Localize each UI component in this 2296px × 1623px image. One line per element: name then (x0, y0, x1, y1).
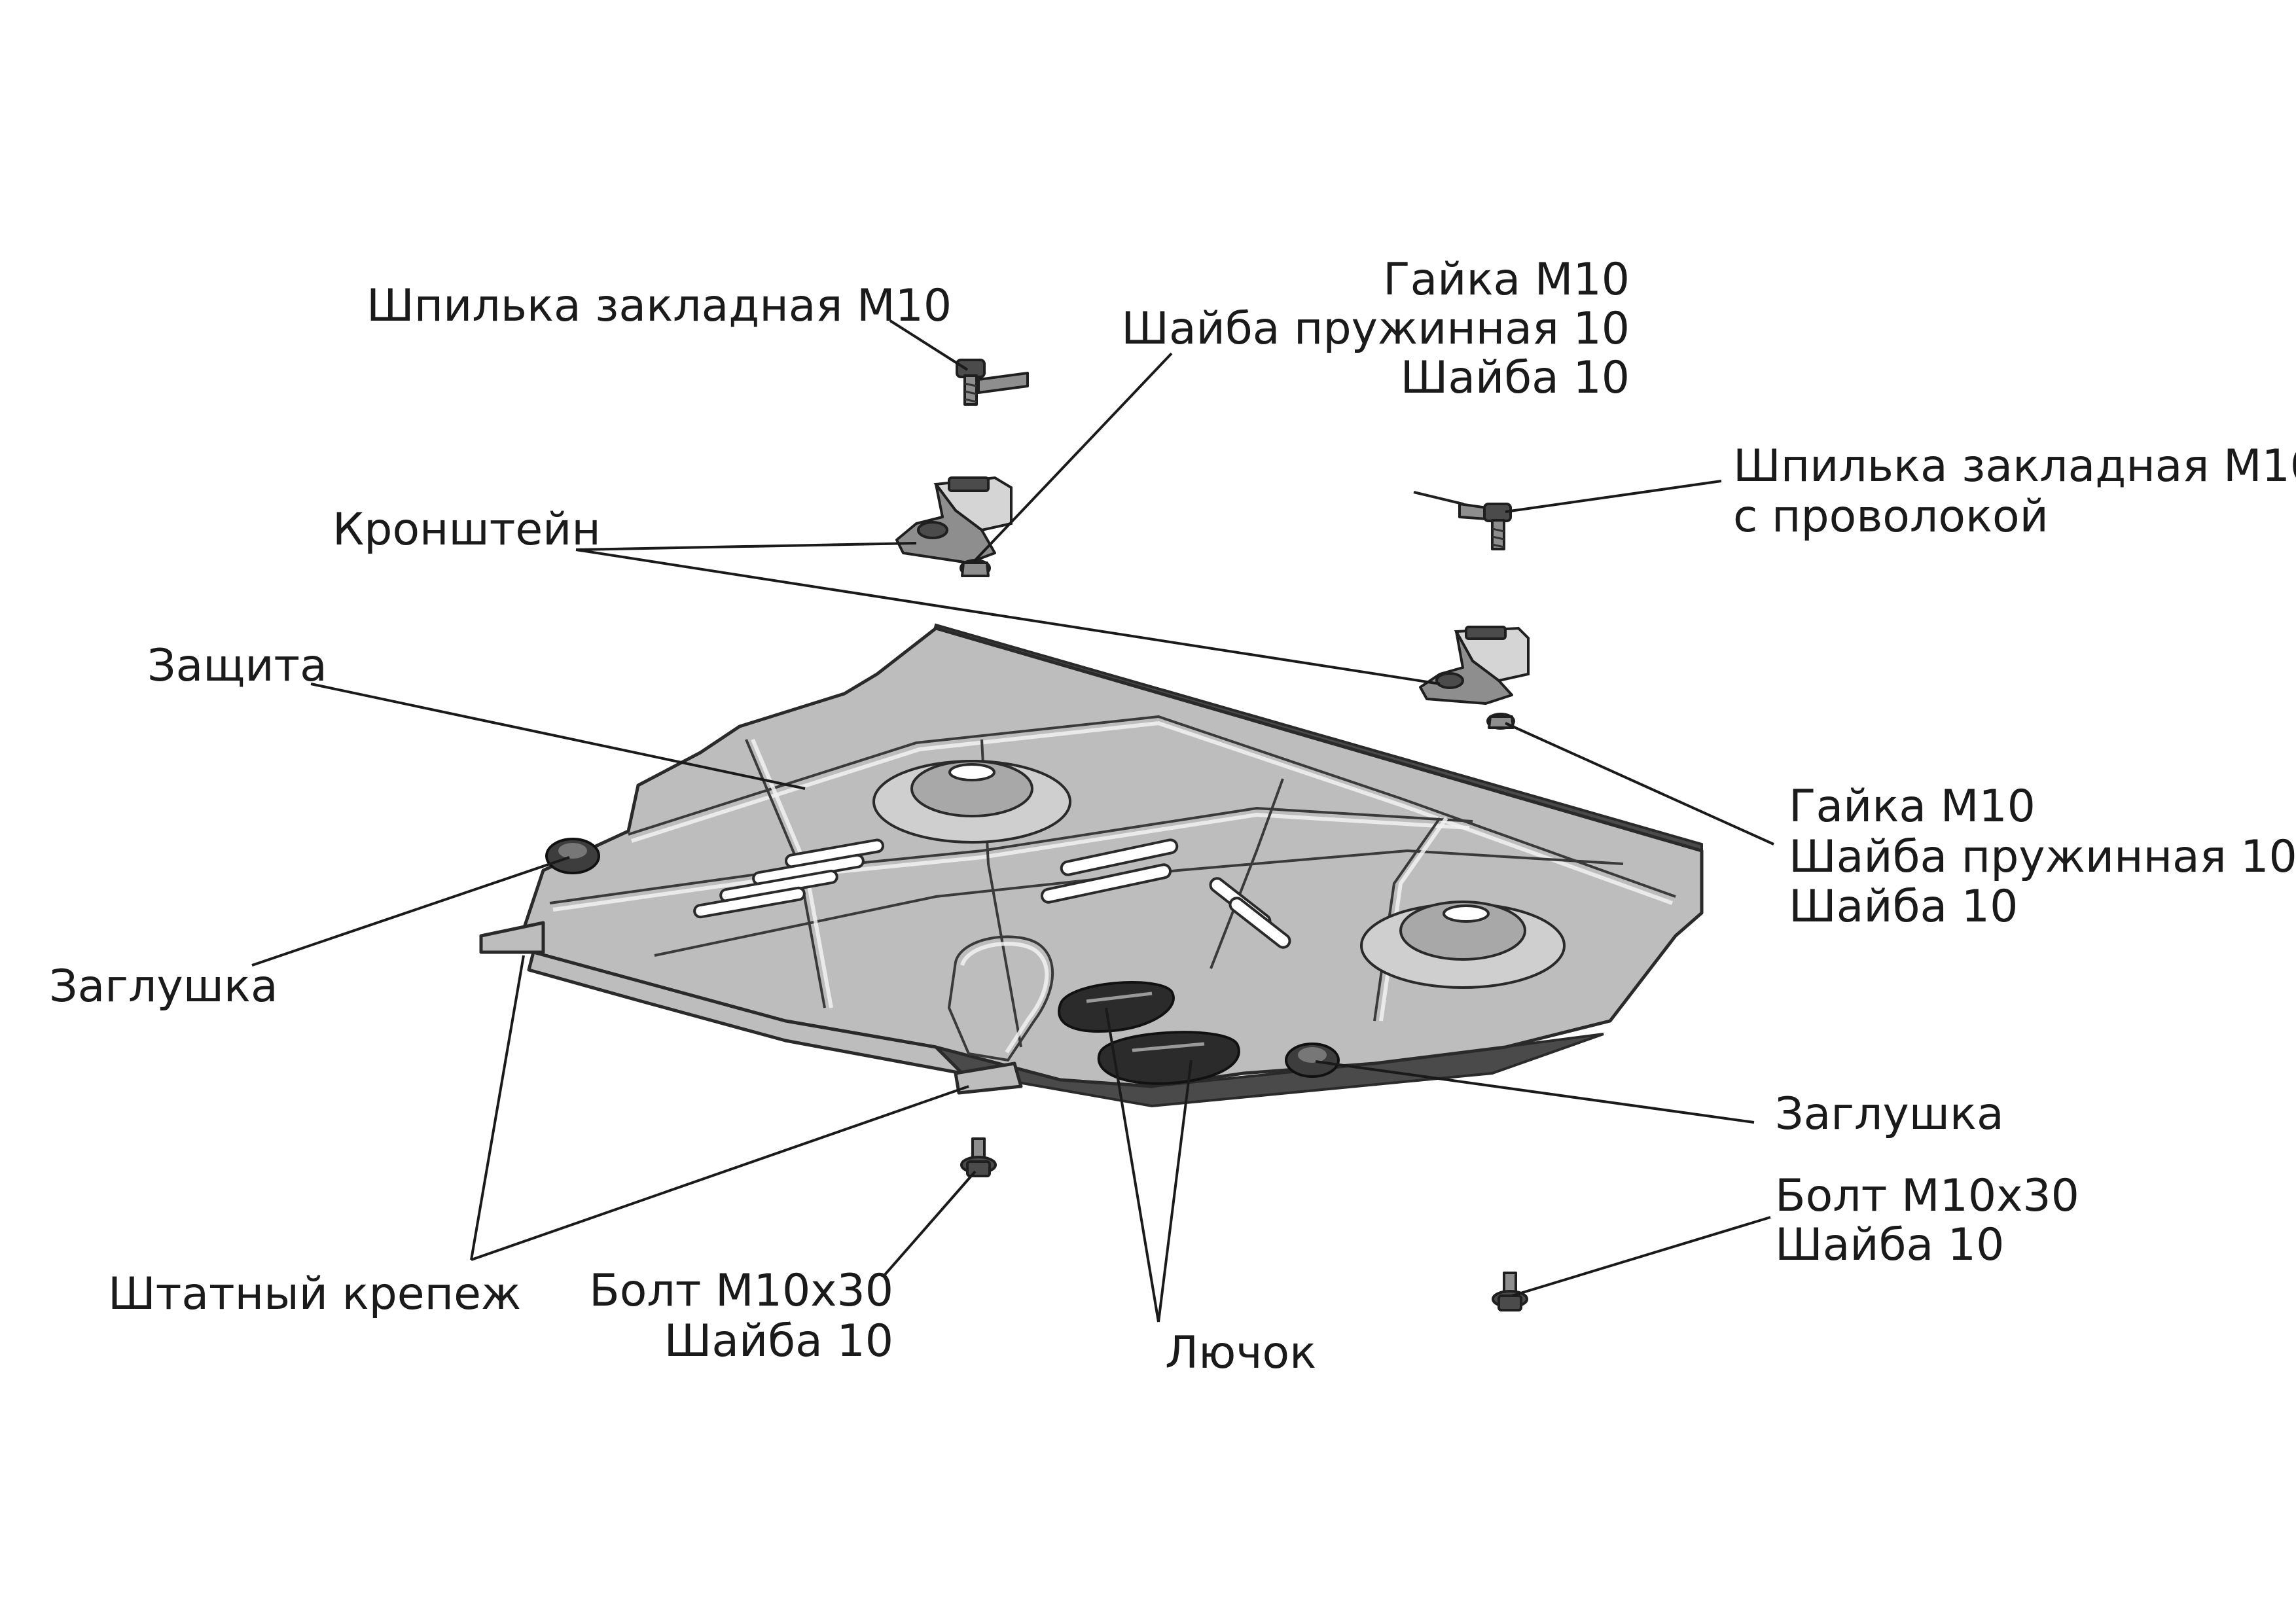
leader-bracket-left (575, 542, 917, 551)
label-stud-right-1: Шпилька закладная М10 (1733, 440, 2296, 492)
label-nut-top-2: Шайба пружинная 10 (1121, 303, 1630, 355)
leader-fastener-b (471, 1085, 969, 1261)
vent-slots-right (1209, 877, 1291, 949)
leader-plug-left (251, 856, 570, 967)
mount-boss-right (1360, 901, 1566, 989)
embedded-stud-left (956, 359, 1029, 406)
label-bracket: Кронштейн (332, 504, 601, 556)
plug-right (1285, 1043, 1340, 1078)
skid-plate (479, 623, 1704, 1108)
leader-fastener-a (470, 955, 525, 1260)
label-plug-left: Заглушка (49, 961, 278, 1012)
bolt-left (960, 1137, 997, 1177)
label-hatch: Лючок (1165, 1327, 1316, 1379)
nut-washer-top (960, 559, 991, 577)
leader-plug-right (1315, 1060, 1755, 1124)
vent-slots-left (693, 838, 884, 919)
label-plug-right: Заглушка (1775, 1088, 2004, 1140)
label-nut-right-1: Гайка М10 (1789, 781, 2036, 832)
mount-tab-left (479, 921, 545, 954)
embedded-stud-wire-right (1413, 491, 1512, 550)
leader-guard (310, 683, 806, 790)
label-nut-right-2: Шайба пружинная 10 (1789, 831, 2296, 883)
leader-stud-left (889, 319, 969, 371)
bracket-left (895, 476, 1013, 564)
label-stud-right-2: с проволокой (1733, 491, 2049, 543)
mount-tab-front (954, 1061, 1023, 1095)
leader-hatch-b (1157, 1060, 1193, 1323)
leader-bolt-left (882, 1170, 977, 1277)
leader-stud-right (1505, 480, 1722, 513)
leader-bolt-right (1511, 1216, 1771, 1297)
label-bolt-left-1: Болт М10х30 (589, 1265, 893, 1317)
label-guard: Защита (147, 640, 327, 692)
plug-left (545, 838, 600, 874)
leader-lines (251, 319, 1774, 1323)
label-bolt-left-2: Шайба 10 (664, 1315, 893, 1367)
label-standard-fastener: Штатный крепеж (108, 1268, 521, 1320)
label-bolt-right-2: Шайба 10 (1775, 1219, 2004, 1271)
leader-nut-top (973, 352, 1173, 563)
label-nut-top-3: Шайба 10 (1401, 352, 1630, 404)
leader-hatch-a (1105, 1007, 1160, 1323)
vent-slots-middle (1040, 838, 1179, 904)
label-nut-right-3: Шайба 10 (1789, 881, 2018, 933)
labels: Шпилька закладная М10 Гайка М10 Шайба пр… (49, 254, 2296, 1379)
leader-bracket-right (575, 548, 1441, 685)
label-bolt-right-1: Болт М10х30 (1775, 1170, 2079, 1222)
label-stud-left: Шпилька закладная М10 (367, 280, 952, 332)
access-hatch-upper (1058, 981, 1175, 1033)
mount-boss-left (872, 760, 1071, 844)
label-nut-top-1: Гайка М10 (1383, 254, 1630, 306)
leader-nut-right (1505, 722, 1774, 846)
bracket-right (1419, 626, 1530, 705)
